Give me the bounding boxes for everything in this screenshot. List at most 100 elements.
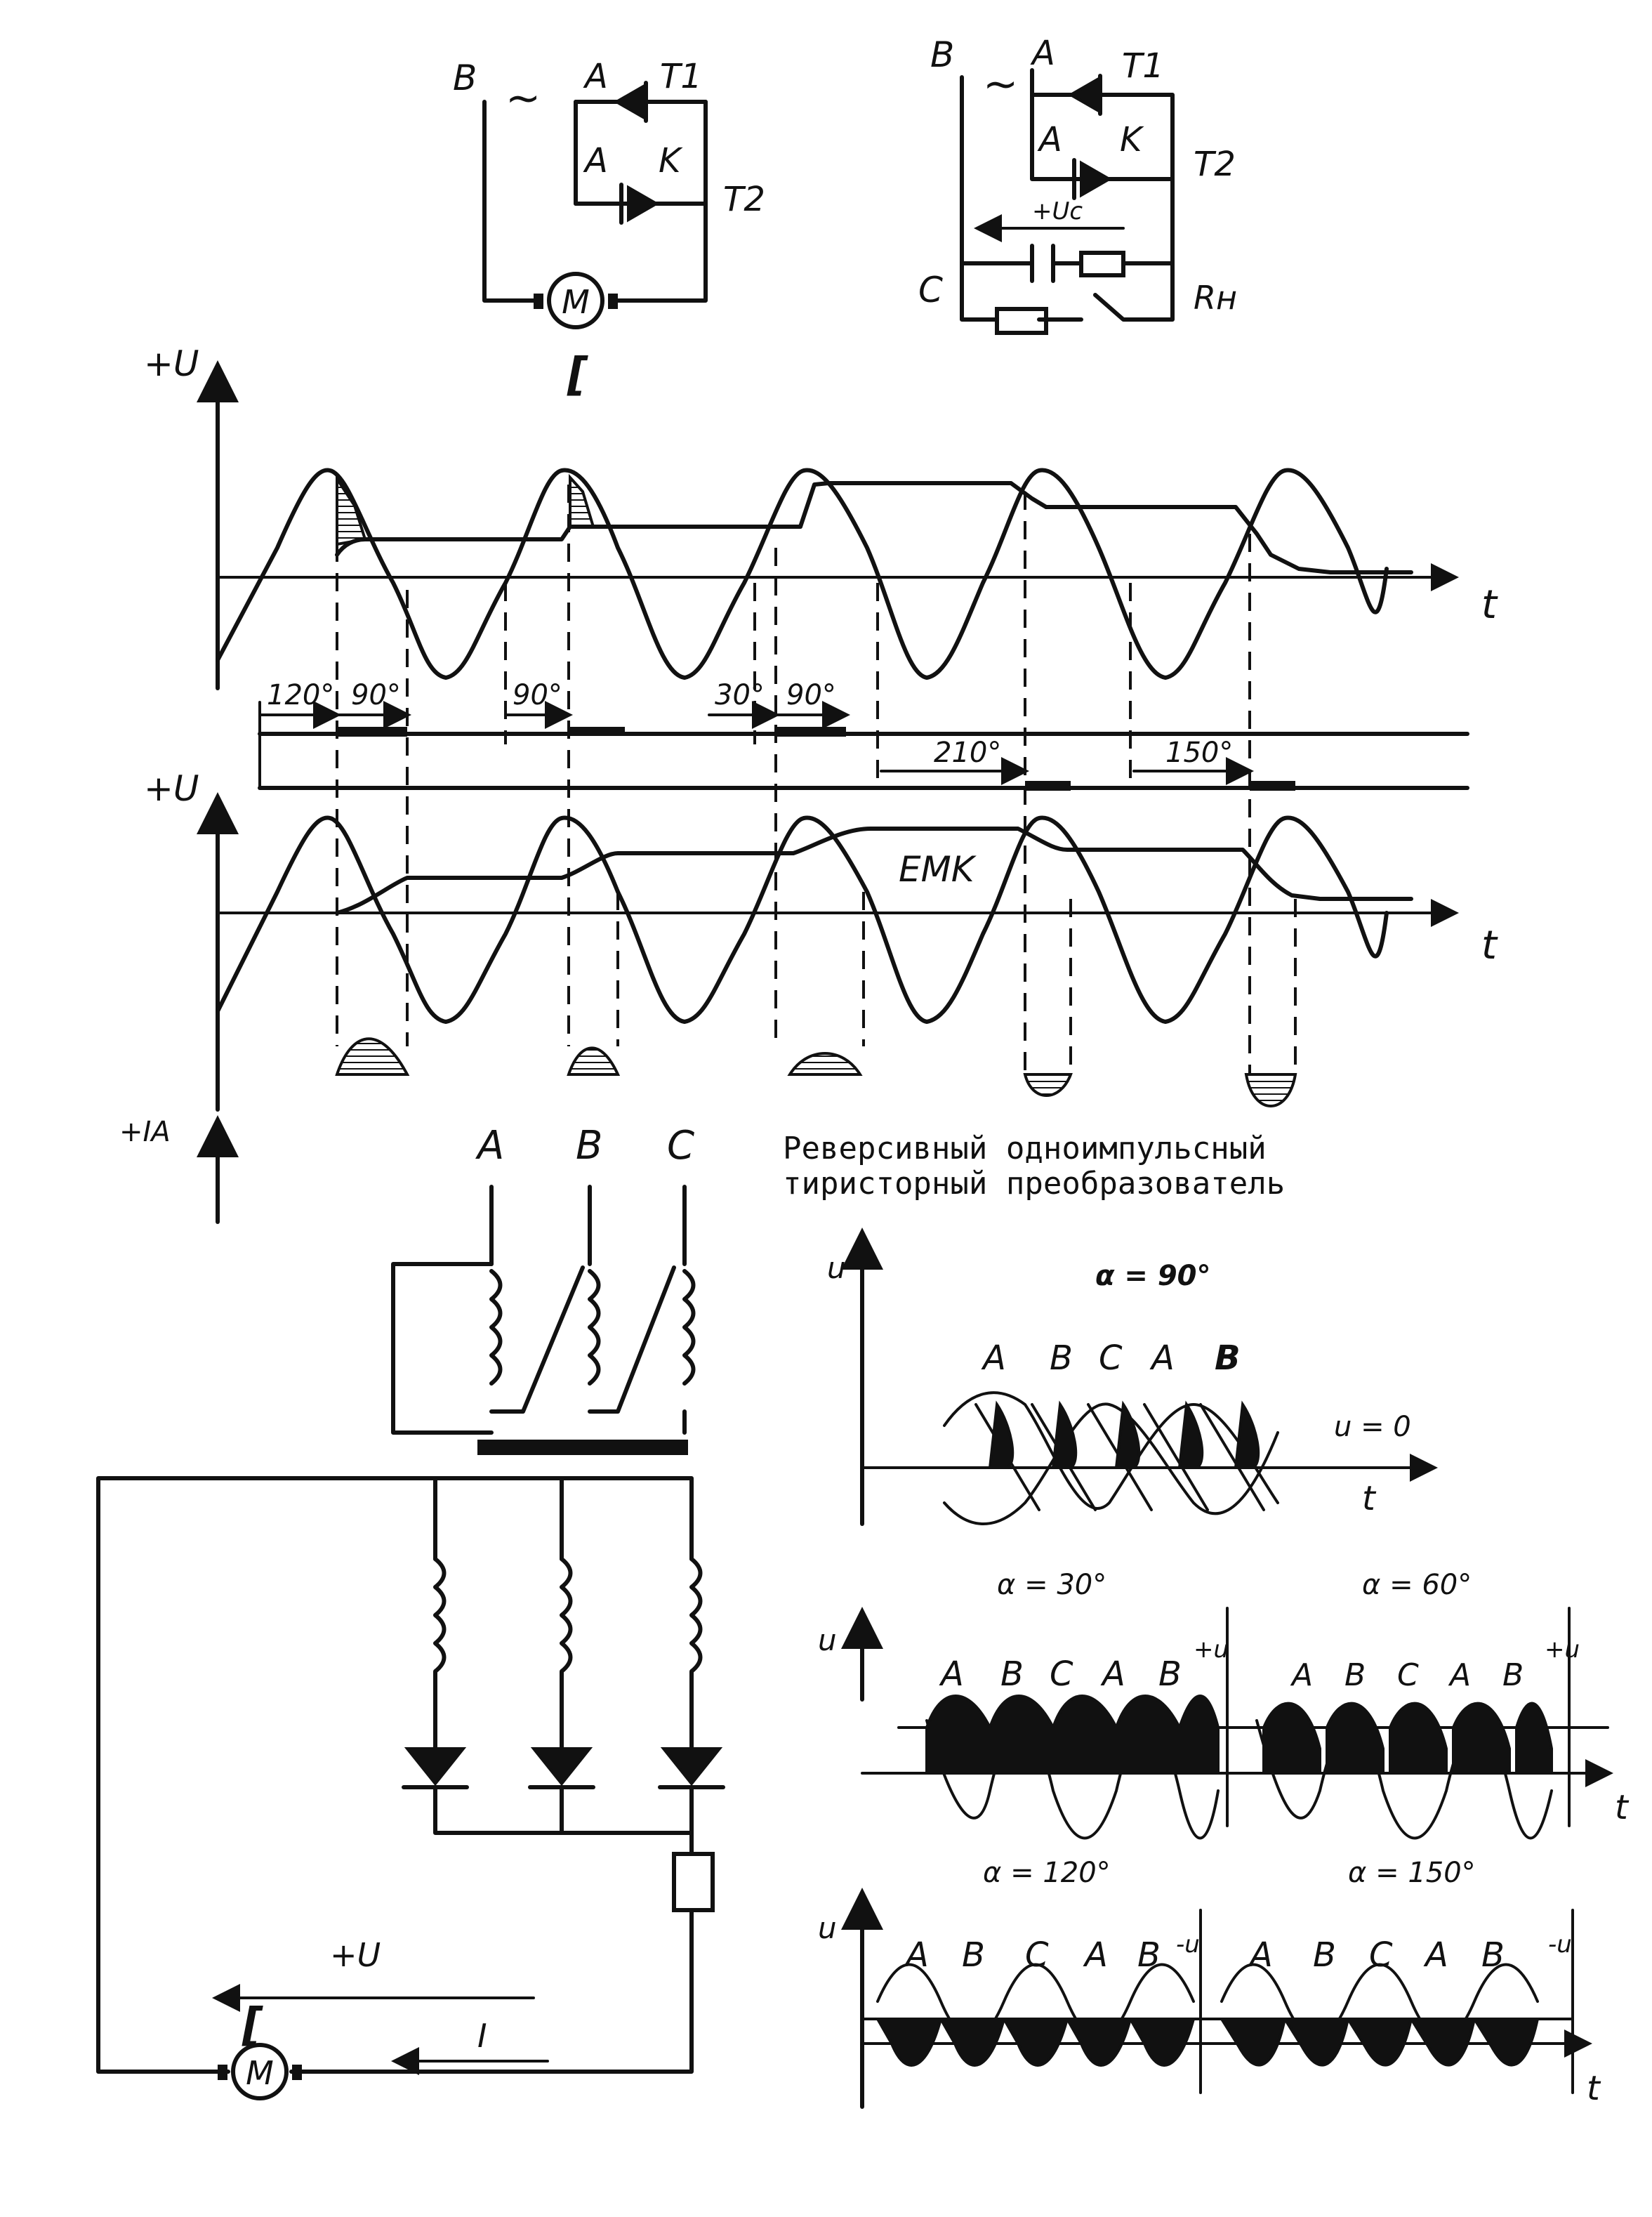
label-rn: Rн — [1194, 279, 1237, 317]
plot-alpha-30-60: α = 30° α = 60° u t A B C A B A B C A B … — [818, 1569, 1630, 1840]
pulse-bar-2 — [569, 727, 625, 734]
motor-label-bottom: M — [246, 2054, 274, 2092]
phase-a2-60: A — [1448, 1657, 1471, 1693]
secondary-coil-b — [560, 1557, 573, 1751]
phase-a-60: A — [1290, 1657, 1313, 1693]
capacitor-symbol — [1030, 244, 1055, 283]
secondary-coil-c — [689, 1557, 703, 1751]
pulse-bar-4 — [1025, 781, 1071, 791]
label-a-lower: A — [583, 141, 608, 180]
current-pulse-1 — [335, 1037, 410, 1076]
phase-a2-120: A — [1083, 1935, 1108, 1975]
three-phase-circuit: A B C M + — [96, 1123, 725, 2100]
phase-c-30: C — [1050, 1654, 1073, 1694]
label-b-right: B — [930, 34, 954, 75]
pulse-bar-1 — [337, 727, 407, 737]
phase-b2-30: B — [1158, 1654, 1182, 1694]
phase-label-c: C — [667, 1123, 694, 1169]
phase-a-120: A — [904, 1935, 929, 1975]
label-a-lower-right: A — [1037, 120, 1062, 159]
phase-b-60: B — [1344, 1657, 1366, 1693]
sine-trace-2 — [216, 815, 1389, 1024]
caption-line-2: тиристорный преобразователь — [783, 1166, 1285, 1202]
y-axis-label-2: +U — [144, 768, 199, 809]
motor-label: M — [562, 283, 590, 321]
phase-b2-120: B — [1137, 1935, 1161, 1975]
angle-label-210: 210° — [934, 737, 1001, 769]
motor-m-bottom: M — [218, 2043, 302, 2100]
bracket-symbol: [ — [567, 349, 588, 401]
resistor-lower — [995, 307, 1048, 335]
label-k-right: K — [1120, 120, 1144, 159]
bracket-symbol-bottom: [ — [242, 1999, 263, 2051]
plus-u-30: +u — [1194, 1636, 1229, 1664]
phase-b-1: B — [1050, 1338, 1073, 1378]
phase-label-a: A — [475, 1123, 504, 1169]
ac-symbol: ~ — [505, 74, 541, 123]
series-resistor — [672, 1852, 715, 1912]
ac-symbol-right: ~ — [983, 60, 1018, 109]
phase-b-120: B — [962, 1935, 985, 1975]
schematic-reverse-thyristor-rc: +Uc B ~ A T1 A K T2 C Rн — [918, 34, 1237, 335]
axis-t-30: t — [1615, 1788, 1630, 1827]
phase-b2-60: B — [1502, 1657, 1524, 1693]
phase-b-30: B — [1000, 1654, 1024, 1694]
label-t2-right: T2 — [1194, 145, 1236, 184]
alpha-90-label: α = 90° — [1095, 1260, 1211, 1292]
emk-label: EMK — [899, 849, 977, 890]
primary-coil-b — [588, 1269, 601, 1386]
angle-label-150: 150° — [1165, 737, 1233, 769]
phase-a-1: A — [981, 1338, 1006, 1378]
alpha-60-label: α = 60° — [1362, 1569, 1472, 1601]
minus-u-150: -u — [1548, 1930, 1572, 1959]
axis-u-90: u — [827, 1251, 846, 1285]
plot-alpha-90: u t α = 90° u = 0 A B C A B — [827, 1228, 1438, 1526]
alpha-150-label: α = 150° — [1348, 1857, 1476, 1889]
angle-label-30: 30° — [715, 679, 765, 711]
phase-c-1: C — [1099, 1338, 1123, 1378]
diode-c — [658, 1747, 725, 1789]
phase-b-2: B — [1215, 1338, 1241, 1378]
angle-label-90b: 90° — [513, 679, 562, 711]
angle-label-120: 120° — [267, 679, 334, 711]
current-pulse-5 — [1244, 1073, 1297, 1107]
plus-u-60: +u — [1545, 1636, 1580, 1664]
label-a-upper-right: A — [1030, 34, 1055, 73]
x-axis-label-1: t — [1481, 582, 1498, 628]
diode-b — [528, 1747, 595, 1789]
axis-t-120: t — [1587, 2069, 1601, 2108]
phase-a-2: A — [1149, 1338, 1175, 1378]
axis-t-90: t — [1362, 1479, 1377, 1518]
x-axis-label-2: t — [1481, 923, 1498, 968]
secondary-coil-a — [433, 1557, 447, 1751]
label-t1: T1 — [660, 57, 702, 96]
plot-alpha-120-150: α = 120° α = 150° u t A B C A B A B C A … — [818, 1857, 1601, 2109]
primary-coil-c — [682, 1269, 696, 1386]
phase-a-150: A — [1248, 1935, 1273, 1975]
primary-coil-a — [489, 1269, 503, 1386]
thyristor-t2-symbol — [574, 183, 660, 225]
phase-a-30: A — [939, 1654, 964, 1694]
thyristor-t1-symbol — [613, 81, 708, 123]
voltage-label: +U — [330, 1936, 381, 1974]
current-label: I — [477, 2017, 487, 2055]
waveform-panel-1: +U t 120° 90° 90° 30° 90° 2 — [144, 343, 1498, 1074]
phase-a2-150: A — [1423, 1935, 1448, 1975]
axis-u-30: u — [818, 1623, 837, 1657]
label-k: K — [659, 141, 683, 180]
schematic-reverse-thyristor-basic: M B ~ A T1 A K T2 [ — [453, 57, 765, 401]
current-axis-label: +IA — [119, 1116, 171, 1148]
motor-m-symbol: M — [534, 272, 618, 329]
u-zero-label: u = 0 — [1334, 1411, 1411, 1443]
conduction-area-1b — [569, 473, 595, 528]
minus-u-120: -u — [1176, 1930, 1200, 1959]
label-a-upper: A — [583, 57, 608, 96]
pulse-bar-3 — [776, 727, 846, 737]
transformer-core — [477, 1440, 688, 1455]
label-t1-right: T1 — [1122, 46, 1164, 86]
current-pulse-4 — [1023, 1073, 1073, 1097]
thyristor-t2-symbol-right — [1072, 158, 1113, 200]
axis-u-120: u — [818, 1911, 837, 1945]
y-axis-label-1: +U — [144, 343, 199, 384]
